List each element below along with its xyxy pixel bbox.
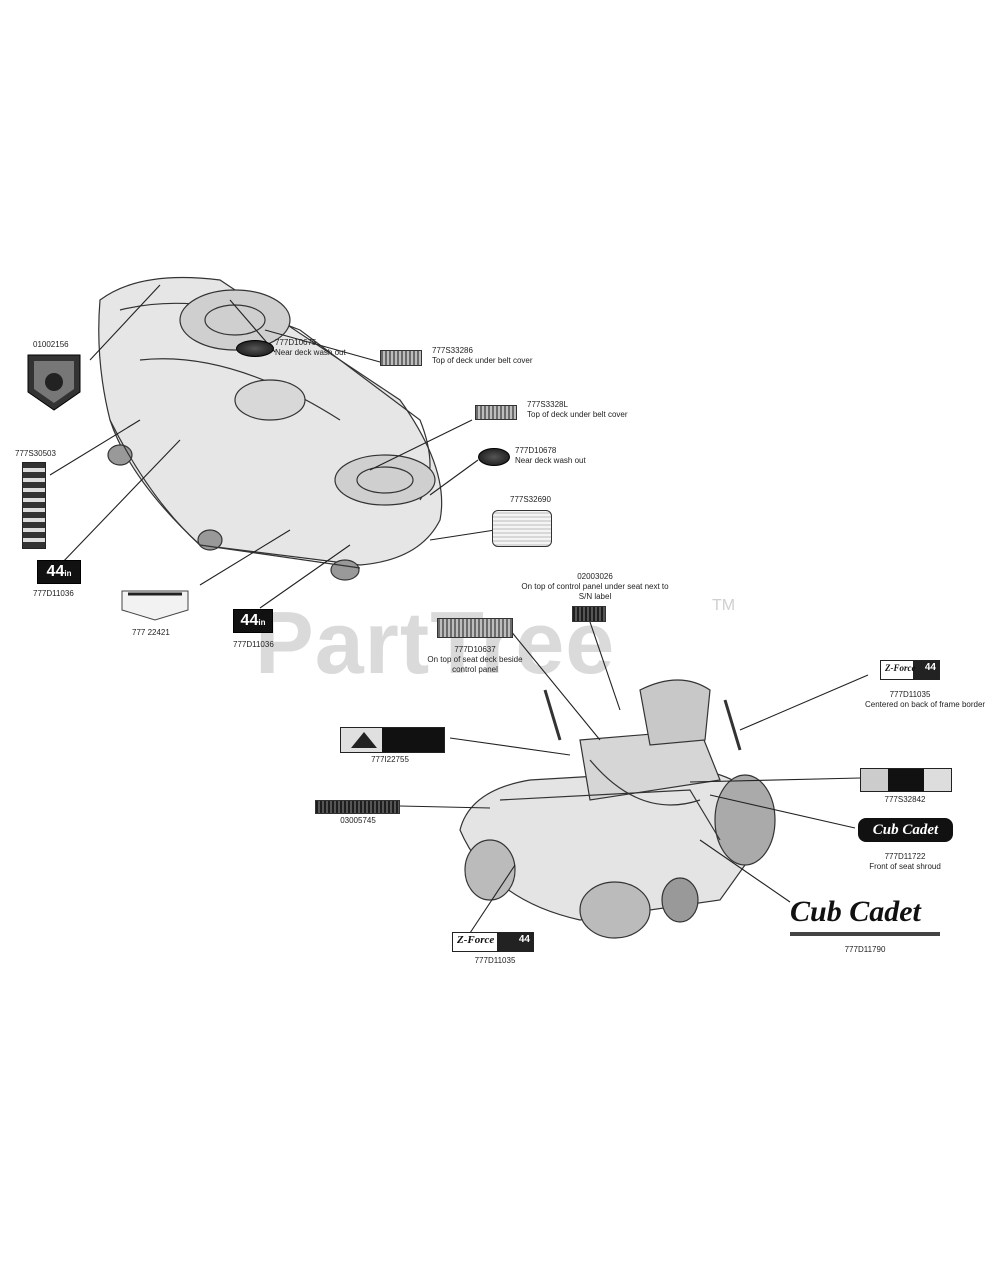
- part-number-label: 777D10675: [275, 338, 317, 347]
- deck-size-number: 44: [240, 612, 259, 629]
- part-number-label: 01002156: [33, 340, 69, 349]
- decal-02003026: [572, 606, 606, 622]
- part-number-label: 777S3328L: [527, 400, 568, 409]
- part-location-label: Top of deck under belt cover: [432, 356, 533, 365]
- deck-size-unit: in: [258, 618, 266, 627]
- part-number-label: 777D11035: [889, 690, 931, 699]
- cub-cadet-logo-777D11722: Cub Cadet: [858, 818, 953, 842]
- decal-zforce-777D11035-rear: Z-Force 44: [880, 660, 940, 680]
- part-number-label: 777S33286: [432, 346, 473, 355]
- part-number-label: 777S30503: [15, 449, 56, 458]
- part-location-label: Near deck wash out: [515, 456, 586, 465]
- decal-zforce-777D11035-front: Z-Force 44: [452, 932, 534, 952]
- part-number-label: 777D11790: [844, 945, 886, 954]
- part-location-label: Front of seat shroud: [869, 862, 941, 871]
- part-number-label: 777I22755: [371, 755, 409, 764]
- badge-decal-icon: [121, 590, 189, 621]
- part-number-label: 777 22421: [132, 628, 170, 637]
- decal-777S3328L: [475, 405, 517, 420]
- mower-deck-drawing: [98, 276, 443, 581]
- shield-decal-icon: [27, 354, 81, 411]
- zforce-size: 44: [518, 934, 530, 945]
- decal-oval-777D10678: [478, 448, 510, 466]
- part-number-label: 777D11036: [33, 589, 74, 598]
- part-number-label: 777D11036: [233, 640, 274, 649]
- part-number-label: 777D11722: [884, 852, 926, 861]
- zero-turn-mower-drawing: [459, 679, 776, 939]
- part-number-label: 777D10678: [515, 446, 557, 455]
- zforce-logo-text: Z-Force: [885, 663, 916, 673]
- decal-777I22755: [340, 727, 445, 753]
- deck-size-unit: in: [64, 569, 72, 578]
- decal-777S32690: [492, 510, 552, 547]
- part-location-label: Centered on back of frame border: [865, 700, 986, 709]
- part-location-label: On top of control panel under seat next …: [521, 582, 669, 601]
- part-number-label: 777S32842: [884, 795, 926, 804]
- part-number-label: 02003026: [577, 572, 613, 581]
- watermark-brand: PartTree: [255, 593, 616, 692]
- zforce-size: 44: [924, 662, 936, 673]
- part-location-label: Top of deck under belt cover: [527, 410, 628, 419]
- part-location-label: Near deck wash out: [275, 348, 346, 357]
- zforce-logo-text: Z-Force: [457, 934, 495, 946]
- decal-03005745: [315, 800, 400, 814]
- cub-cadet-logo-777D11790: Cub Cadet: [790, 892, 940, 936]
- decal-777S33286: [380, 350, 422, 366]
- decal-warning-777S30503: [22, 462, 46, 549]
- part-number-label: 03005745: [340, 816, 376, 825]
- decal-44-777D11036-center: 44in: [233, 609, 273, 633]
- decal-777D10637: [437, 618, 513, 638]
- part-number-label: 777D11035: [474, 956, 516, 965]
- watermark-trademark: TM: [712, 597, 736, 614]
- decal-777-22421: [120, 588, 190, 622]
- warning-triangle-icon: [351, 732, 377, 748]
- part-number-label: 777S32690: [510, 495, 551, 504]
- deck-size-number: 44: [46, 563, 65, 580]
- decal-oval-777D10675: [236, 340, 274, 357]
- part-number-label: 777D10637: [454, 645, 496, 654]
- decal-shield-01002156: [25, 352, 83, 412]
- part-location-label: On top of seat deck beside control panel: [427, 655, 523, 674]
- decal-44-777D11036-left: 44in: [37, 560, 81, 584]
- decal-777S32842: [860, 768, 952, 792]
